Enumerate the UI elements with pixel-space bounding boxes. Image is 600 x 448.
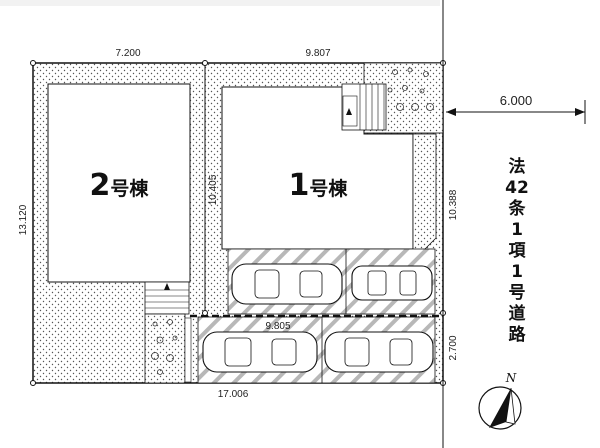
svg-text:号: 号 xyxy=(509,283,526,303)
dim-parking-width: 9.805 xyxy=(265,321,290,332)
svg-text:条: 条 xyxy=(508,198,527,219)
car-2 xyxy=(351,265,433,301)
svg-text:道: 道 xyxy=(509,303,526,324)
dim-bottom: 17.006 xyxy=(218,389,249,400)
dim-left-side: 13.120 xyxy=(18,204,29,235)
building-1-label: 1号棟 xyxy=(289,168,349,203)
svg-text:項: 項 xyxy=(509,241,527,261)
dim-top-right: 9.807 xyxy=(305,48,330,59)
building-2-label: 2号棟 xyxy=(90,168,150,203)
dim-parking-depth: 2.700 xyxy=(448,335,459,360)
building-2 xyxy=(47,83,191,283)
north-label: N xyxy=(505,371,517,385)
car-3 xyxy=(202,331,318,373)
svg-text:路: 路 xyxy=(509,324,527,345)
svg-text:42: 42 xyxy=(505,178,529,198)
svg-text:1: 1 xyxy=(511,220,523,240)
dim-center-vertical: 10.405 xyxy=(208,174,219,205)
garden-bottom-left xyxy=(144,313,186,384)
car-1 xyxy=(231,263,343,305)
dim-right-side: 10.388 xyxy=(448,189,459,220)
car-4 xyxy=(324,331,434,373)
road-width-label: 6.000 xyxy=(500,93,533,108)
svg-text:1: 1 xyxy=(511,262,523,282)
svg-text:法: 法 xyxy=(509,156,526,177)
road-legal-text: 法 42 条 1 項 1 号 道 路 xyxy=(505,156,529,345)
north-compass: N xyxy=(478,371,522,430)
dim-top-left: 7.200 xyxy=(115,48,140,59)
